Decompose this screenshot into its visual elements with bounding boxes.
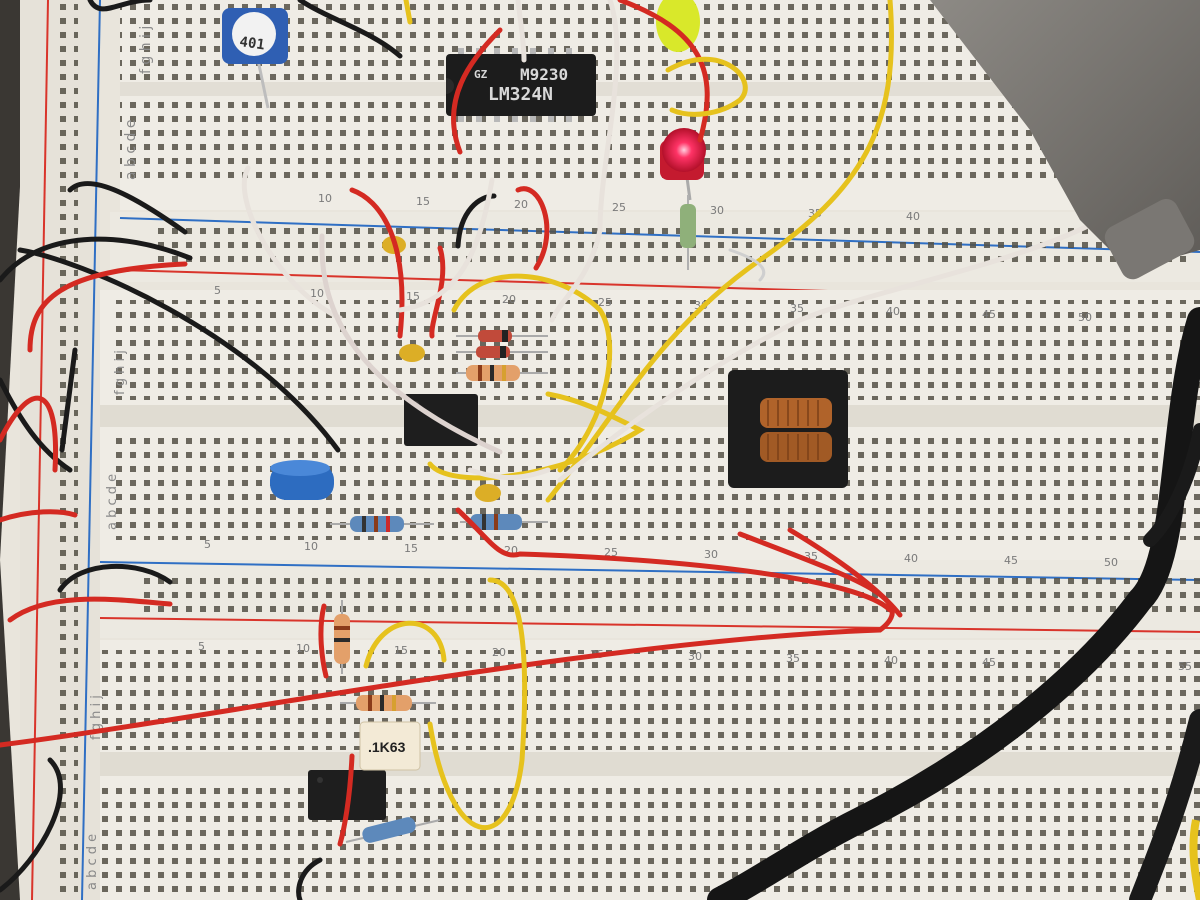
column-number: 15 [416,195,430,208]
row-letters-lower-abcde: a b c d e [85,834,100,890]
column-number: 10 [310,287,324,300]
column-number: 5 [198,640,205,653]
terminal-strip-middle [100,290,1200,560]
resistor [334,600,350,674]
column-number: 30 [704,548,718,561]
row-letters-upper: f g h i j [138,26,154,74]
trimmer-potentiometer: 401 [222,8,288,109]
oscilloscope-probe [930,0,1200,280]
chip-side-code: GZ [474,68,488,81]
column-number: 20 [492,646,506,659]
column-number: 35 [786,652,800,665]
lm324-chip: M9230 LM324N GZ [446,48,596,122]
column-number: 45 [1004,554,1018,567]
column-number: 45 [982,656,996,669]
row-letters-middle-abcde: a b c d e [105,474,120,530]
diode [456,346,548,358]
chip-part-number: LM324N [488,84,553,105]
common-mode-choke [728,370,848,488]
resistor-vertical-upper [680,195,696,270]
column-number: 20 [514,198,528,211]
ceramic-capacitor [475,484,501,502]
wire-yellow-edge [1189,819,1200,900]
ceramic-capacitor [399,344,425,362]
resistor [456,365,548,381]
column-number: 40 [886,305,900,318]
column-number: 50 [1078,311,1092,324]
column-number: 55 [1178,660,1192,673]
column-number: 25 [612,201,626,214]
column-number: 35 [790,302,804,315]
column-number: 25 [598,296,612,309]
trimmer-marking: 401 [238,34,265,53]
column-number: 40 [906,210,920,223]
row-letters-upper-abcde: a b c d e [123,120,139,180]
diode [456,330,548,342]
resistor-blue [330,516,434,532]
yellow-led [656,0,700,52]
column-number: 30 [688,650,702,663]
column-number: 10 [296,642,310,655]
row-letters-middle-fghij: f g h i j [113,350,128,395]
capacitor-marking: .1K63 [368,739,406,755]
column-number: 10 [318,192,332,205]
chip-top-marking: M9230 [520,65,568,84]
column-number: 40 [904,552,918,565]
probe-cable [707,307,1200,900]
column-number: 40 [884,654,898,667]
column-number: 5 [204,538,211,551]
terminal-strip-lower [80,640,1200,900]
column-number: 20 [502,293,516,306]
column-number: 10 [304,540,318,553]
column-number: 15 [404,542,418,555]
column-number: 50 [1104,556,1118,569]
column-number: 15 [394,644,408,657]
power-rail-middle [90,560,1200,638]
column-number: 15 [406,290,420,303]
resistor-blue [345,817,441,843]
film-capacitor: .1K63 [359,721,421,771]
column-number: 30 [710,204,724,217]
blue-electrolytic-capacitor [270,460,334,500]
column-number: 5 [214,284,221,297]
red-led [660,128,706,201]
resistor [340,695,436,711]
column-number: 45 [982,308,996,321]
resistor-blue [460,514,548,530]
